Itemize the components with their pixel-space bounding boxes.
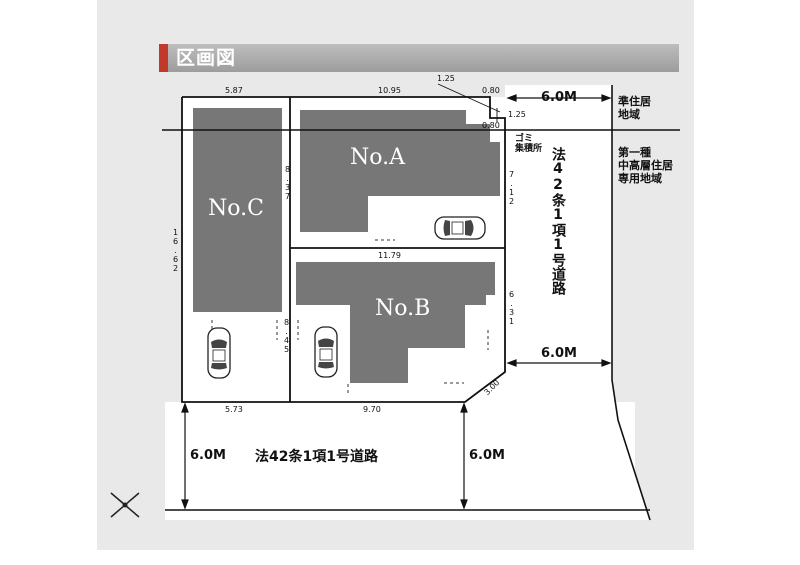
east-road-label: 法42条1項1号道路 [550, 147, 566, 295]
dim-a-width: 10.95 [378, 86, 401, 95]
page-title: 区画図 [176, 47, 237, 69]
road-width-left: 6.0M [190, 448, 226, 463]
dim-c-mid-depth: 8.37 [283, 165, 292, 201]
dim-corner-top: 1.25 [437, 74, 455, 83]
building-a [300, 110, 500, 232]
dim-c-lower-depth: 8.45 [282, 318, 291, 354]
dim-ab-divider: 11.79 [378, 251, 401, 260]
dim-corner-125-lower: 1.25 [508, 110, 526, 119]
dim-b-bottom-width: 9.70 [363, 405, 381, 414]
car-icon [434, 216, 486, 240]
lot-c-label: No.C [208, 196, 264, 221]
car-icon [207, 327, 231, 379]
header-accent [159, 44, 168, 72]
header-bar [159, 44, 679, 72]
building-b [296, 262, 495, 383]
road-width-top: 6.0M [541, 90, 577, 105]
dim-c-width: 5.87 [225, 86, 243, 95]
site-boundary [181, 96, 506, 403]
south-road [165, 402, 635, 520]
zone-lower-label: 第一種 中高層住居 専用地域 [618, 146, 673, 185]
dim-corner-080-upper: 0.80 [482, 86, 500, 95]
dim-corner-080-lower: 0.80 [482, 121, 500, 130]
south-road-label: 法42条1項1号道路 [255, 449, 378, 465]
building-c [193, 108, 282, 312]
road-width-right: 6.0M [469, 448, 505, 463]
lot-a-label: No.A [350, 145, 405, 170]
garbage-station-label: ゴミ 集積所 [515, 134, 543, 154]
dim-b-right: 6.31 [507, 290, 516, 326]
car-icon [314, 326, 338, 378]
lot-b-label: No.B [375, 296, 431, 321]
dim-c-depth: 16.62 [171, 228, 180, 273]
road-width-mid: 6.0M [541, 346, 577, 361]
dim-c-bottom-width: 5.73 [225, 405, 243, 414]
compass-icon [110, 492, 140, 518]
dim-a-right: 7.12 [507, 170, 516, 206]
zone-upper-label: 準住居 地域 [618, 95, 651, 121]
